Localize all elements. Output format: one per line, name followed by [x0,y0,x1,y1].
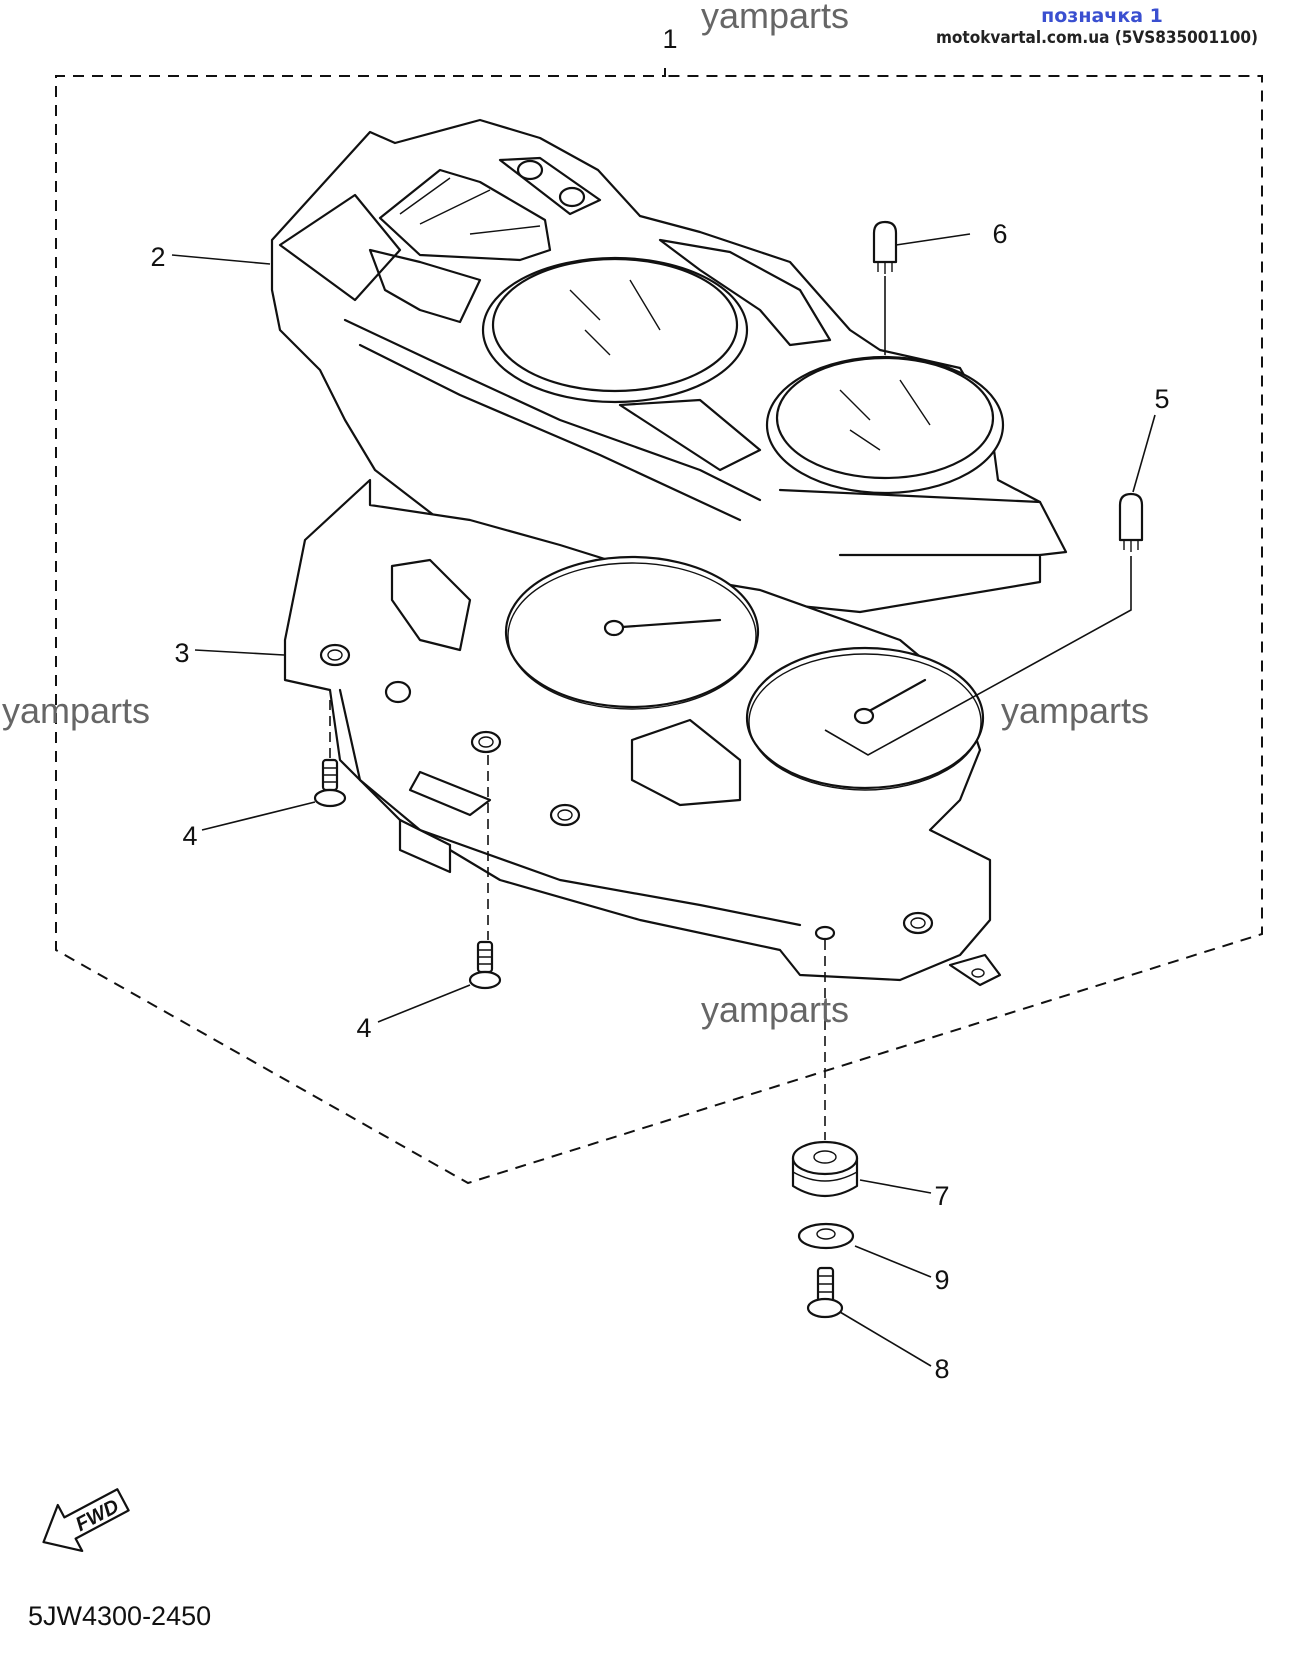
callout-1: 1 [662,24,677,54]
screw-4b [468,940,502,990]
meter-cover [270,118,1068,614]
source-label: motokvartal.com.ua (5VS835001100) [936,28,1258,48]
callout-6: 6 [992,219,1007,249]
callout-9: 9 [934,1265,949,1295]
watermark-bottom: yamparts [701,989,849,1030]
damper-7 [791,1140,859,1197]
watermark-left: yamparts [2,690,150,731]
badge-label: позначка 1 [1041,5,1163,27]
bulb-6 [872,220,898,274]
leader-lines [171,233,1156,1367]
callout-4a: 4 [182,821,197,851]
screw-8 [806,1266,844,1319]
screw-4a [313,758,347,808]
watermark-right: yamparts [1001,690,1149,731]
callout-8: 8 [934,1354,949,1384]
watermark-top: yamparts [701,0,849,36]
washer-9 [797,1222,855,1250]
callout-3: 3 [174,638,189,668]
fwd-arrow-icon: FWD [42,1488,130,1553]
callout-5: 5 [1154,384,1169,414]
callout-7: 7 [934,1181,949,1211]
bulb-5 [1118,492,1144,552]
diagram-code: 5JW4300-2450 [28,1601,211,1631]
callout-4b: 4 [356,1013,371,1043]
meter-body [283,478,1002,987]
callout-2: 2 [150,242,165,272]
